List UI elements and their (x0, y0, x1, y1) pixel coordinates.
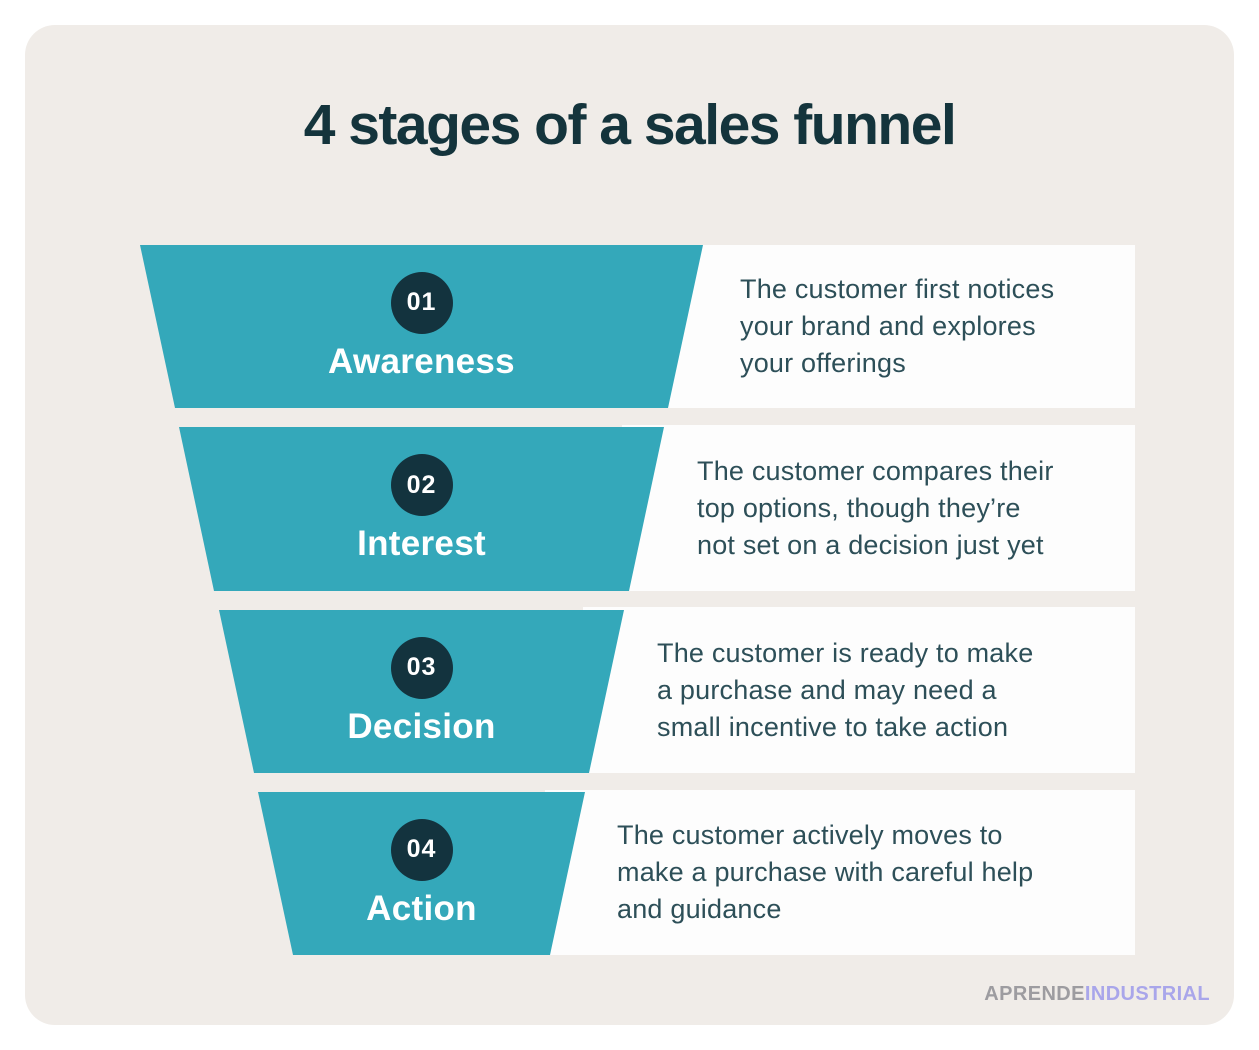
stage-label: Decision (347, 706, 496, 746)
stage-number: 01 (406, 288, 437, 316)
stage-description: The customer first notices your brand an… (740, 274, 1055, 378)
stage-description: The customer compares their top options,… (697, 455, 1054, 560)
stage-row-decision: The customer is ready to make a purchase… (0, 607, 1259, 773)
funnel-stage-interest: 02 Interest (179, 427, 664, 591)
stage-description-card: The customer first notices your brand an… (660, 245, 1135, 408)
stage-description-card: The customer is ready to make a purchase… (583, 607, 1135, 773)
stage-row-awareness: The customer first notices your brand an… (0, 245, 1259, 408)
stage-row-interest: The customer compares their top options,… (0, 425, 1259, 591)
watermark-industrial: INDUSTRIAL (1084, 983, 1210, 1005)
funnel-stage-awareness: 01 Awareness (140, 245, 703, 408)
stage-number: 04 (406, 835, 437, 863)
stage-number-badge: 03 (391, 637, 453, 699)
stage-description-card: The customer actively moves to make a pu… (545, 790, 1135, 955)
stage-number-badge: 04 (391, 819, 453, 881)
stage-number-badge: 02 (391, 454, 453, 516)
stage-number: 02 (406, 470, 437, 499)
stage-description-card: The customer compares their top options,… (622, 425, 1135, 591)
funnel-stage-action: 04 Action (258, 792, 585, 955)
watermark: APRENDEINDUSTRIAL (984, 983, 1210, 1006)
stage-number-badge: 01 (391, 272, 453, 334)
stage-description: The customer is ready to make a purchase… (657, 637, 1034, 742)
watermark-aprende: APRENDE (984, 983, 1085, 1005)
page-title: 4 stages of a sales funnel (303, 93, 957, 157)
stage-label: Interest (357, 524, 486, 563)
stage-label: Action (366, 888, 477, 928)
stage-description: The customer actively moves to make a pu… (617, 820, 1034, 924)
stage-label: Awareness (328, 341, 515, 381)
stage-row-action: The customer actively moves to make a pu… (0, 790, 1259, 955)
funnel-stage-decision: 03 Decision (219, 610, 624, 773)
stage-number: 03 (406, 653, 437, 681)
